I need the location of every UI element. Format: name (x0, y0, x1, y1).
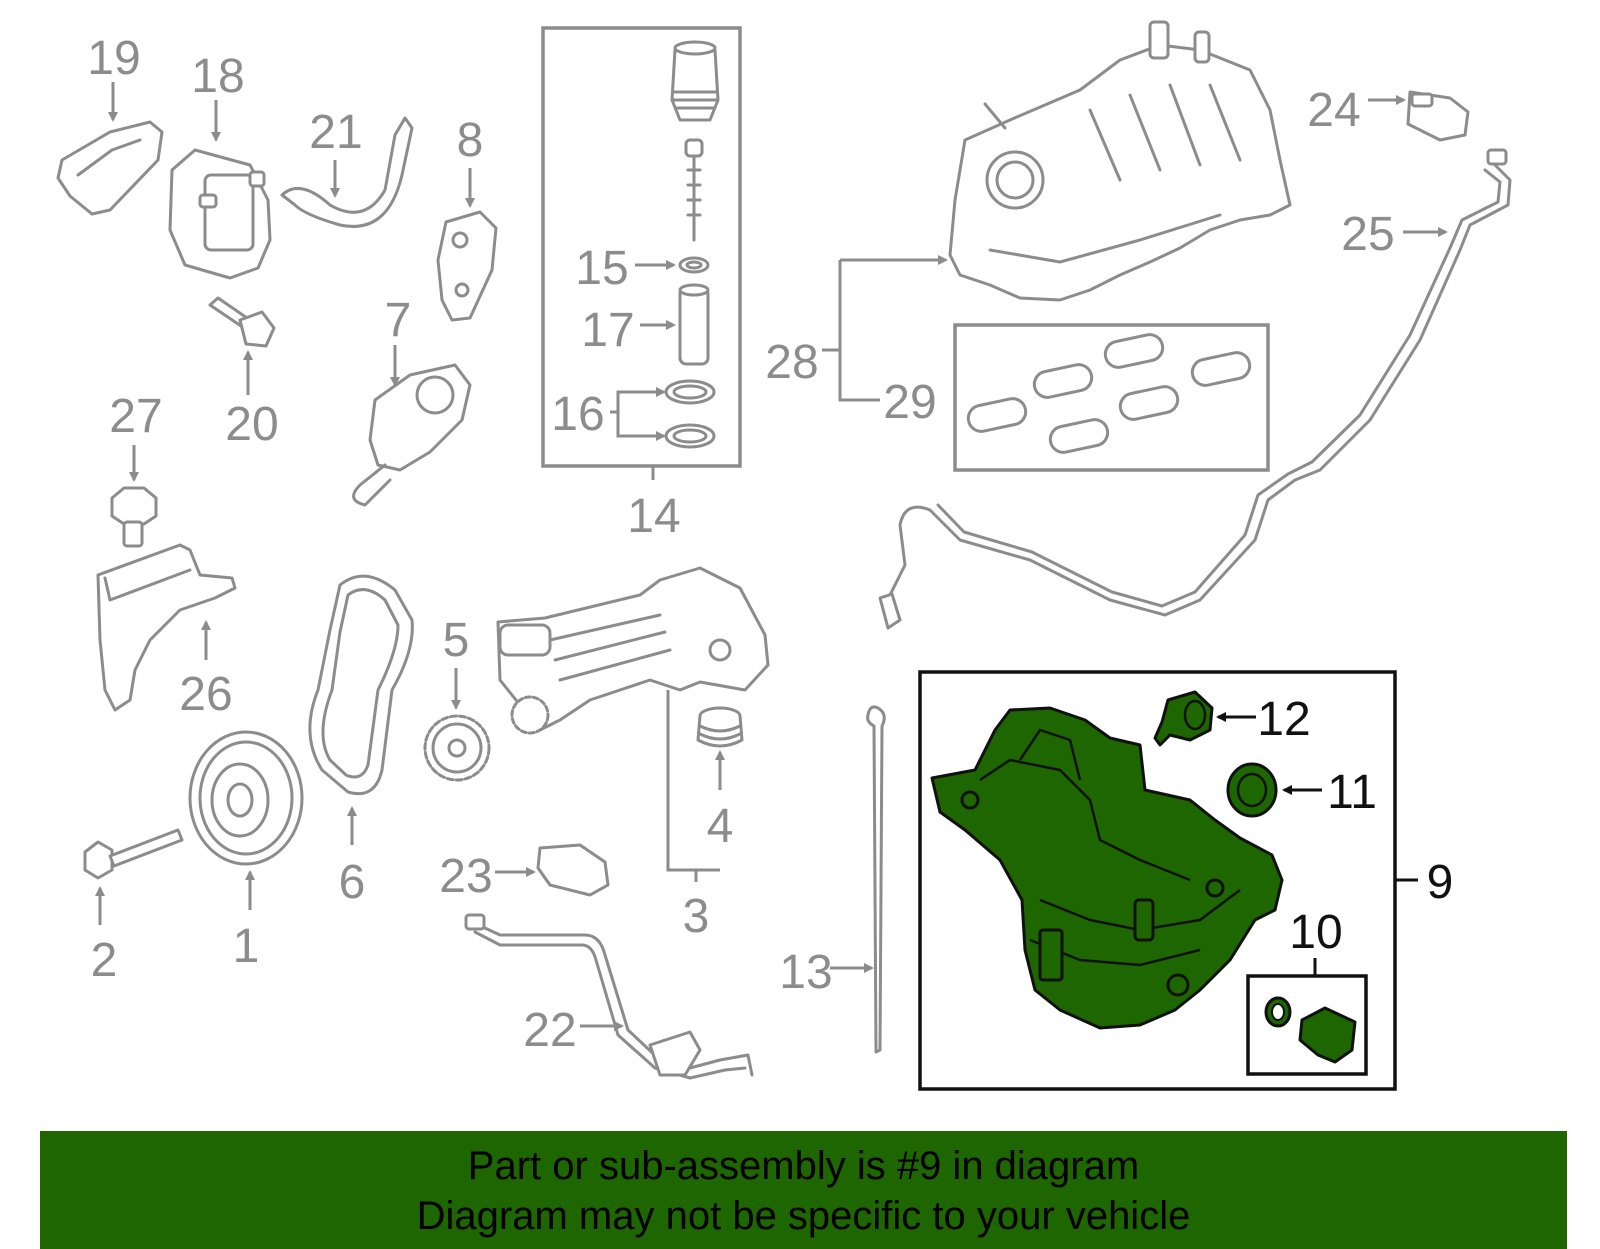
part-4-pump-seal (696, 706, 744, 790)
part-18-oil-cooler (168, 100, 272, 280)
callout-16: 16 (551, 388, 604, 441)
part-26-shield (96, 543, 237, 712)
part-25-oil-tube (878, 148, 1512, 630)
callout-6: 6 (339, 856, 366, 909)
part-20-bolt (208, 296, 276, 395)
part-23-sensor (495, 843, 610, 897)
part-5-sprocket (423, 668, 491, 782)
callout-8: 8 (457, 114, 484, 167)
callout-21: 21 (309, 106, 362, 159)
part-3-oil-pump (496, 566, 770, 882)
callout-13: 13 (779, 946, 832, 999)
part-6-timing-belt (308, 574, 414, 845)
callout-7: 7 (385, 294, 412, 347)
callout-26: 26 (179, 668, 232, 721)
callout-22: 22 (523, 1004, 576, 1057)
part-13-dipstick (830, 705, 886, 1054)
callout-17: 17 (581, 304, 634, 357)
callout-2: 2 (91, 934, 118, 987)
exploded-parts-diagram: 1 2 3 4 5 6 7 8 9 10 11 12 13 14 15 16 1… (56, 20, 1512, 1091)
part-22-oil-tube (464, 913, 754, 1080)
callout-24: 24 (1307, 84, 1360, 137)
callout-11: 11 (1327, 766, 1377, 819)
info-banner: Part or sub-assembly is #9 in diagram Di… (40, 1131, 1567, 1249)
part-7-housing (352, 345, 472, 507)
callout-20: 20 (225, 398, 278, 451)
callout-5: 5 (443, 614, 470, 667)
callout-18: 18 (191, 50, 244, 103)
banner-line-part-number: Part or sub-assembly is #9 in diagram (467, 1144, 1140, 1188)
callout-4: 4 (707, 800, 734, 853)
callout-29: 29 (883, 376, 936, 429)
callout-9: 9 (1427, 856, 1454, 909)
part-1-crank-pulley (188, 730, 304, 910)
callout-12: 12 (1257, 693, 1310, 746)
callout-19: 19 (87, 32, 140, 85)
callout-14: 14 (627, 490, 680, 543)
callout-27: 27 (109, 390, 162, 443)
part-28-intake-manifold (822, 20, 1292, 402)
callout-10: 10 (1289, 906, 1342, 959)
callout-23: 23 (439, 850, 492, 903)
banner-line-disclaimer: Diagram may not be specific to your vehi… (416, 1194, 1191, 1238)
callout-25: 25 (1341, 208, 1394, 261)
callout-28: 28 (765, 336, 818, 389)
part-2-pulley-bolt (83, 828, 184, 925)
part-24-sensor (1368, 90, 1470, 142)
part-19-cover (56, 82, 164, 216)
callout-1: 1 (233, 920, 260, 973)
part-29-gasket-set (953, 323, 1270, 472)
part-14-filter-assembly (541, 26, 742, 480)
part-9-oil-pan-assembly (918, 670, 1418, 1091)
callout-3: 3 (683, 890, 710, 943)
callout-labels: 1 2 3 4 5 6 7 8 9 10 11 12 13 14 15 16 1… (87, 32, 1453, 1057)
part-27-bolt (110, 445, 158, 548)
part-8-tensioner (436, 168, 498, 322)
part-21-hose (280, 116, 414, 228)
callout-15: 15 (575, 242, 628, 295)
